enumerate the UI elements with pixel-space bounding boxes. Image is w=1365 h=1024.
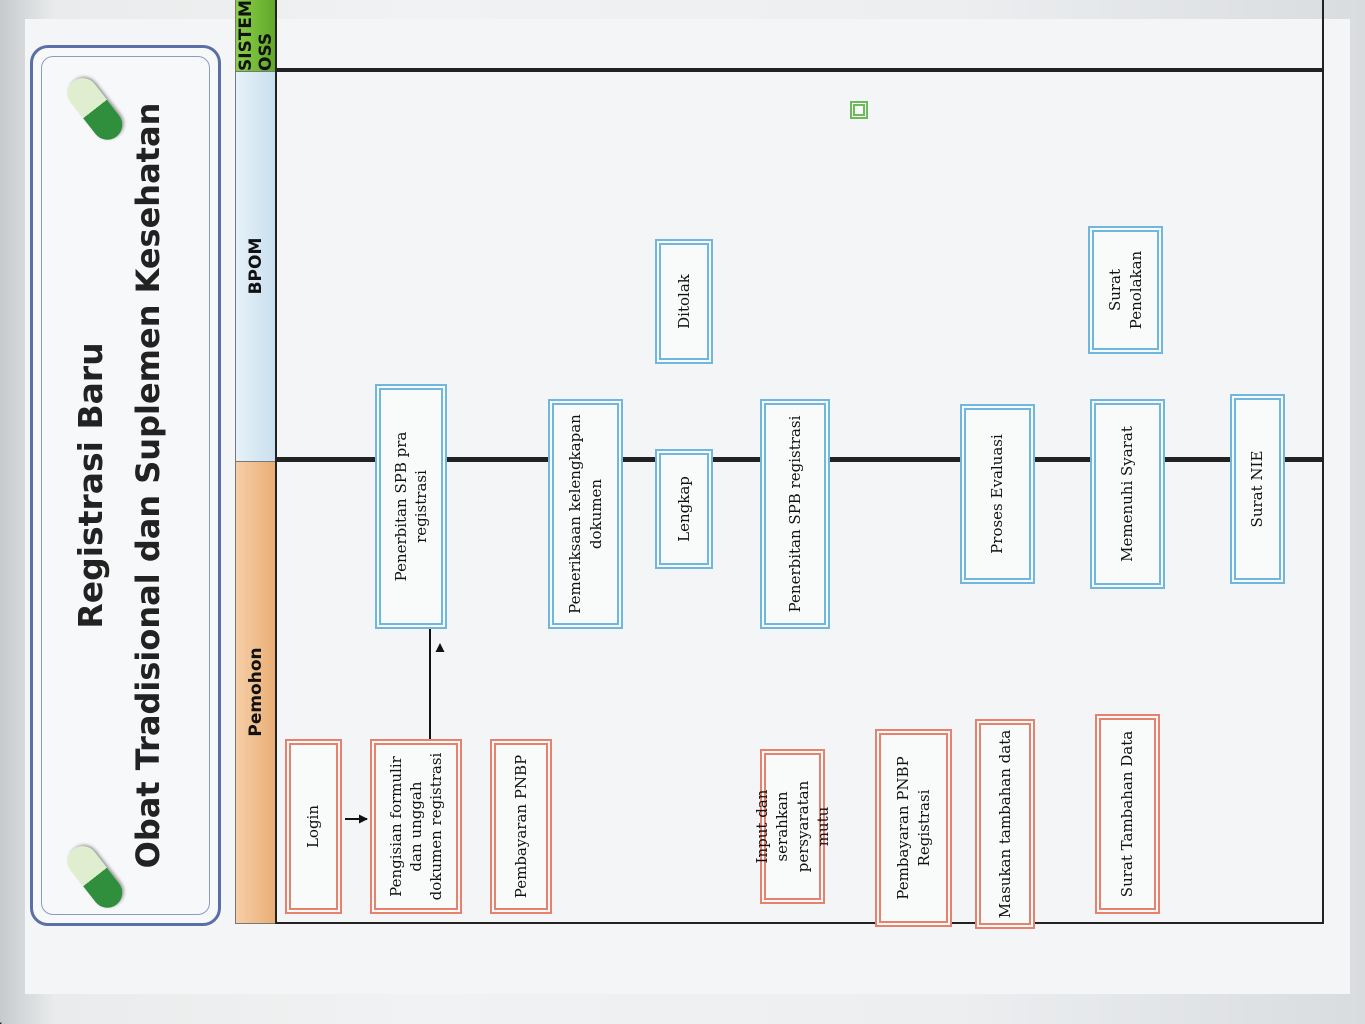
step-surat-nie: Surat NIE bbox=[1230, 394, 1285, 584]
step-ditolak: Ditolak bbox=[655, 239, 713, 364]
step-proses-evaluasi: Proses Evaluasi bbox=[960, 404, 1035, 584]
step-memenuhi-syarat: Memenuhi Syarat bbox=[1090, 399, 1165, 589]
step-pembayaran-pnbp-registrasi: Pembayaran PNBP Registrasi bbox=[875, 729, 952, 927]
step-input-mutu: Input dan serahkan persyaratan mutu bbox=[753, 749, 832, 904]
step-login: Login bbox=[285, 739, 342, 914]
step-lengkap: Lengkap bbox=[655, 449, 713, 569]
step-pengisian: Pengisian formulir dan unggah dokumen re… bbox=[370, 739, 462, 914]
step-surat-tambahan-data: Surat Tambahan Data bbox=[1095, 714, 1160, 914]
step-penerbitan-spb-registrasi: Penerbitan SPB registrasi bbox=[760, 399, 830, 629]
step-pemeriksaan-kelengkapan: Pemeriksaan kelengkapan dokumen bbox=[548, 399, 623, 629]
step-masukan-tambahan-data: Masukan tambahan data bbox=[975, 719, 1035, 929]
step-pembayaran-pnbp: Pembayaran PNBP bbox=[490, 739, 552, 914]
step-penerbitan-spb-pra: Penerbitan SPB pra registrasi bbox=[375, 384, 447, 629]
step-surat-penolakan: Surat Penolakan bbox=[1088, 226, 1163, 354]
